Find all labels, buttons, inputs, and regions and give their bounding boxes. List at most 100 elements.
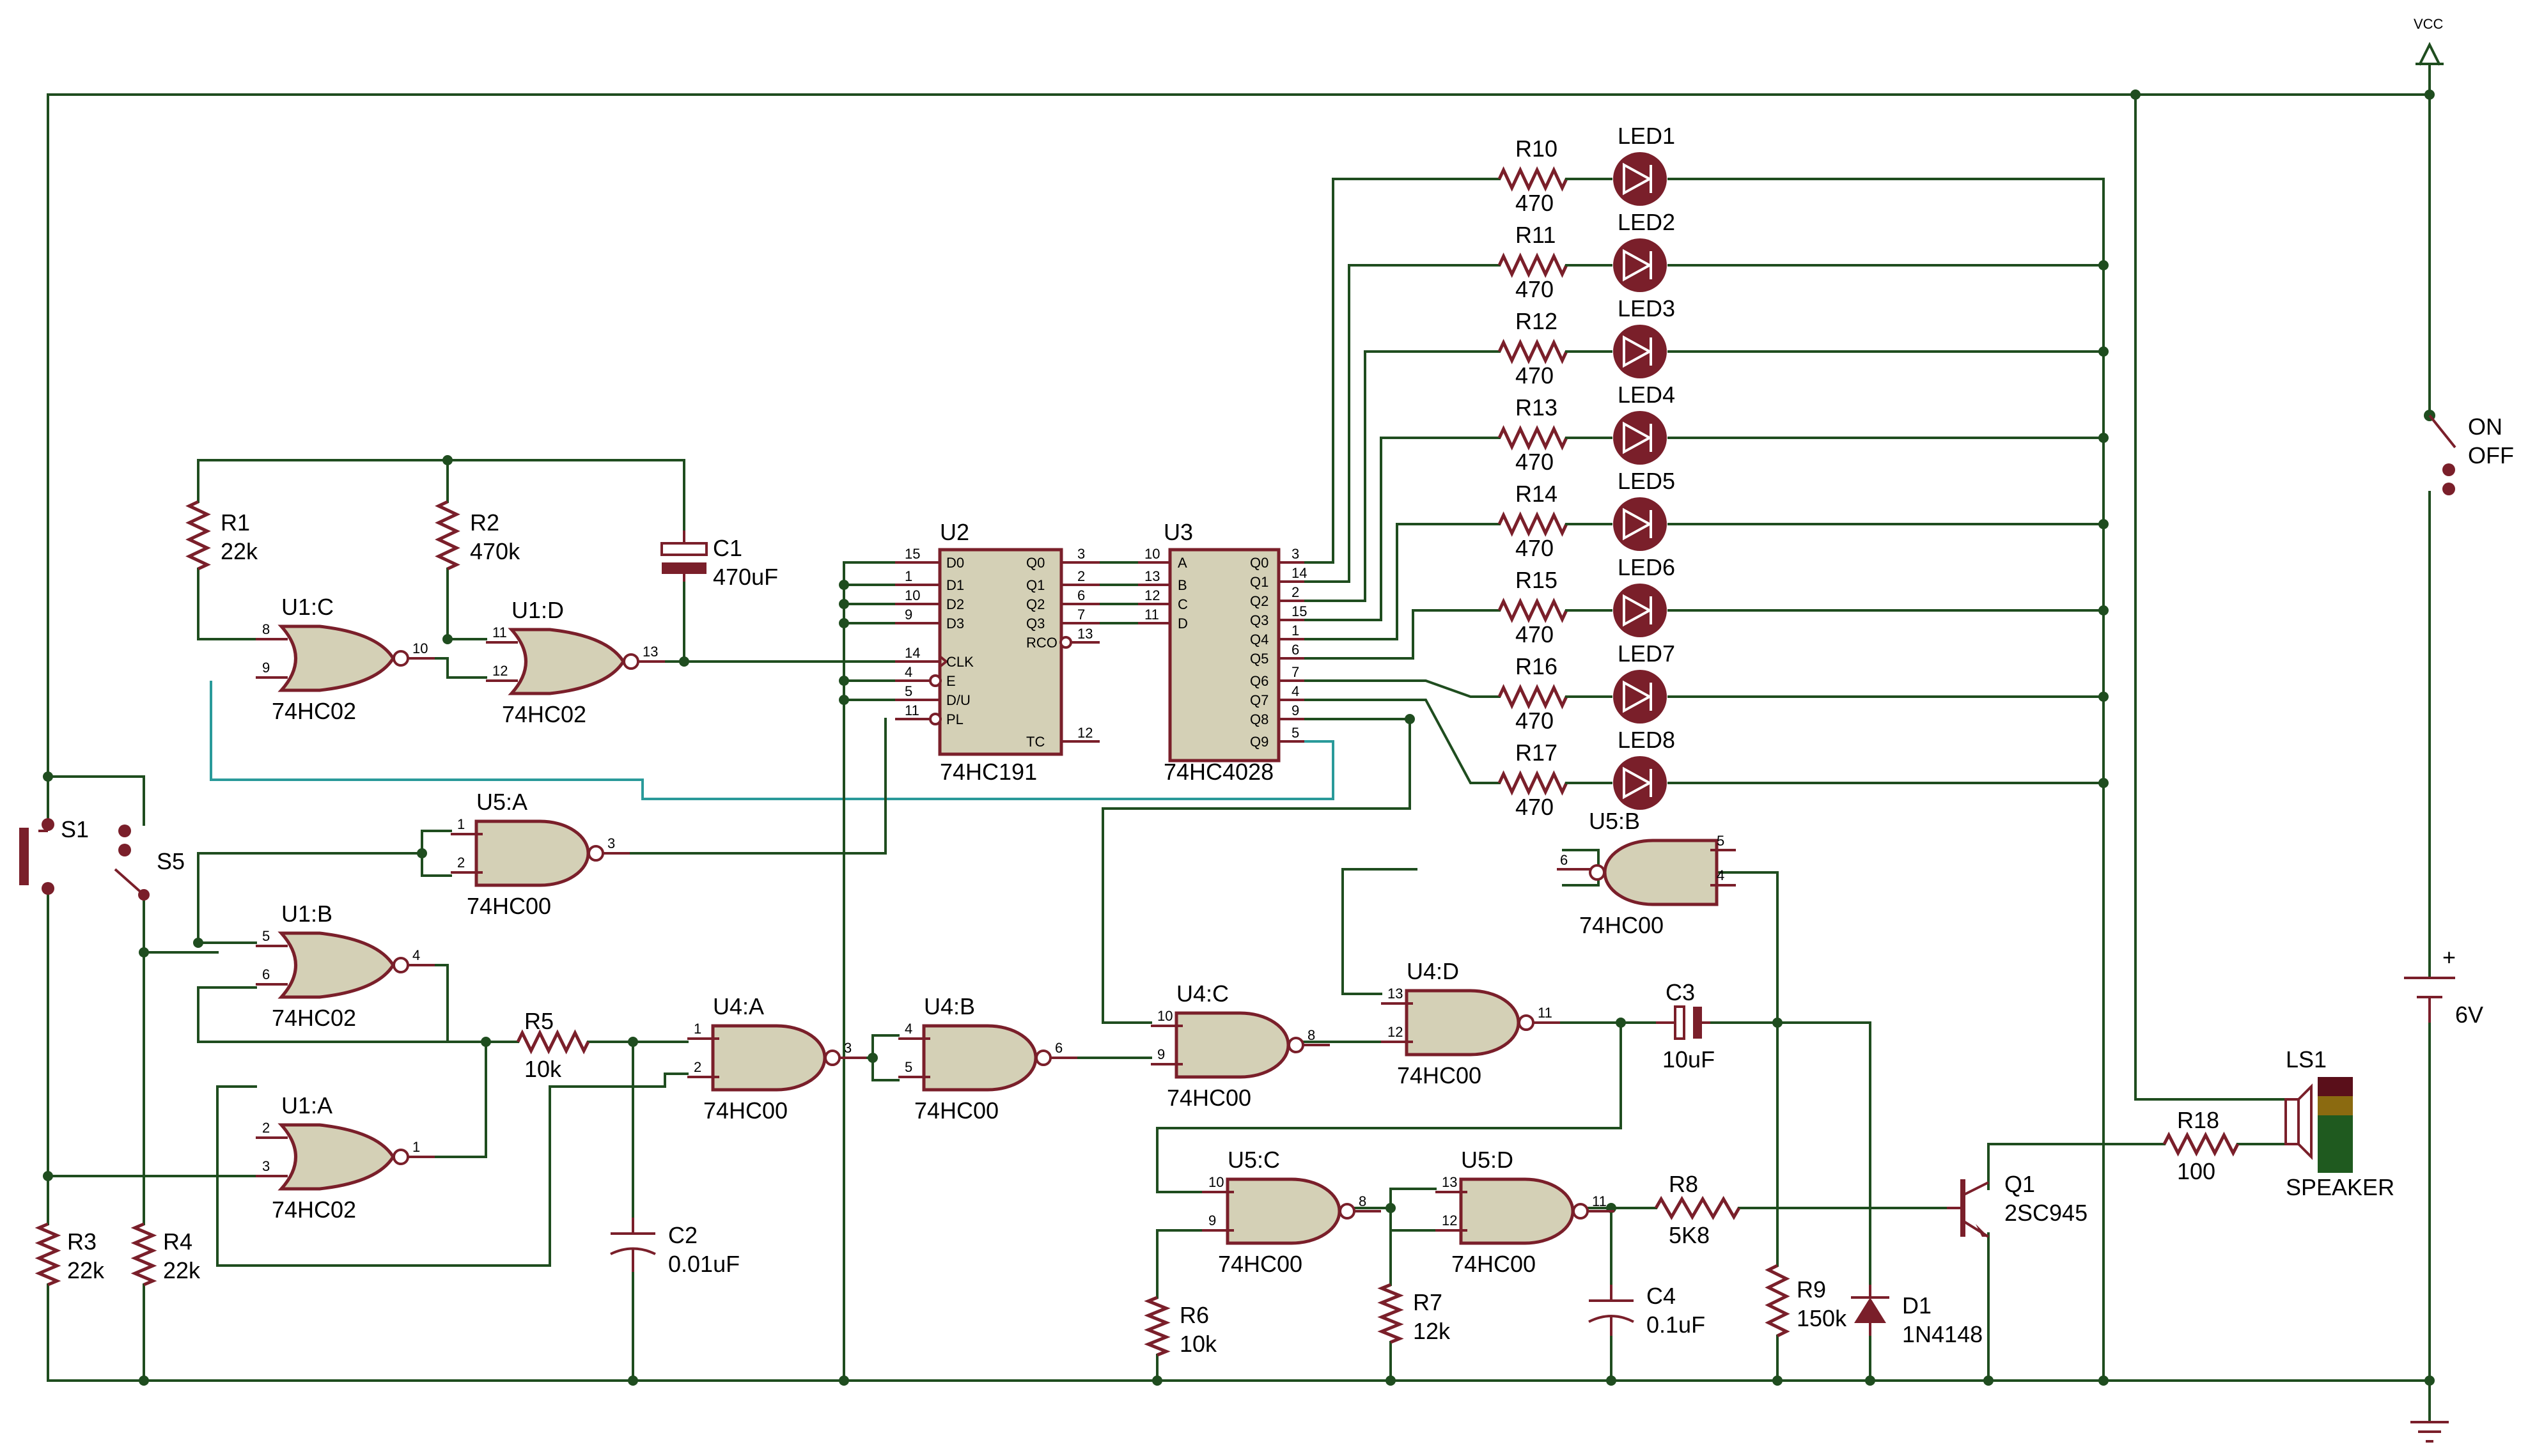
gate-ref: U1:B (281, 901, 332, 927)
resistor-value: 150k (1797, 1305, 1847, 1331)
battery: + 6V (2404, 944, 2483, 1028)
resistors: R122kR2470kR322kR422kR610kR712kR9150kR51… (35, 500, 2240, 1357)
resistor-ref: R8 (1669, 1171, 1698, 1197)
d1-value: 1N4148 (1902, 1321, 1983, 1347)
pin-number: 9 (1292, 702, 1299, 718)
resistor-value: 470k (470, 538, 520, 564)
pin-number: 4 (905, 664, 912, 680)
pin-number: 6 (1560, 852, 1568, 868)
logic-gates: 8910U1:C74HC02111213U1:D74HC02564U1:B74H… (256, 594, 1736, 1277)
battery-plus: + (2442, 944, 2456, 970)
pin-number: 6 (1292, 642, 1299, 658)
ic-u3: U3 74HC4028 10A13B12C11D3Q014Q12Q215Q31Q… (1138, 519, 1307, 785)
pin-number: 8 (262, 621, 270, 637)
u3-ref: U3 (1164, 519, 1193, 545)
pin-name: Q0 (1026, 555, 1045, 571)
power-switch[interactable]: ON OFF (2424, 410, 2514, 495)
resistor-ref: R3 (67, 1228, 97, 1255)
pin-number: 6 (1077, 587, 1085, 603)
led-body (1613, 411, 1667, 465)
pin-number: 4 (412, 947, 420, 963)
led-rows: R10470LED1R11470LED2R12470LED3R13470LED4… (1303, 123, 2109, 820)
pin-name: Q1 (1026, 577, 1045, 593)
pin-number: 3 (262, 1158, 270, 1174)
pin-name: Q0 (1250, 555, 1268, 571)
gate-chip: 74HC00 (914, 1097, 999, 1124)
pin-number: 4 (905, 1021, 912, 1037)
pin-number: 3 (607, 835, 615, 851)
gate-chip: 74HC00 (1167, 1085, 1251, 1111)
switch-s5[interactable]: S5 (114, 825, 185, 901)
s1-label: S1 (61, 816, 89, 842)
resistor-value: 10k (524, 1056, 562, 1082)
pin-name: D/U (946, 692, 971, 708)
pin-name: Q3 (1250, 612, 1268, 628)
pin-number: 9 (905, 607, 912, 623)
pin-number: 3 (1292, 546, 1299, 562)
resistor-value: 470 (1515, 449, 1554, 475)
pin-number: 10 (1208, 1174, 1224, 1190)
pin-name: RCO (1026, 635, 1058, 651)
pin-number: 13 (1077, 626, 1093, 642)
switch-on-label: ON (2468, 414, 2502, 440)
u3-chip: 74HC4028 (1164, 759, 1274, 785)
pin-number: 2 (694, 1059, 701, 1075)
c1-ref: C1 (713, 535, 742, 561)
pin-name: D3 (946, 616, 964, 631)
c1-value: 470uF (713, 564, 778, 590)
pin-name: D (1178, 616, 1188, 631)
pin-number: 11 (492, 624, 507, 640)
s5-label: S5 (157, 848, 185, 874)
resistor-value: 22k (67, 1257, 105, 1283)
pin-name: Q3 (1026, 616, 1045, 631)
resistor-ref: R10 (1515, 136, 1557, 162)
gate-ref: U1:D (511, 597, 564, 623)
pin-number: 1 (905, 568, 912, 584)
gate-chip: 74HC02 (272, 1005, 356, 1031)
pin-number: 13 (643, 644, 658, 660)
resistor-value: 100 (2177, 1158, 2215, 1184)
pin-number: 12 (1077, 725, 1093, 741)
pin-number: 13 (1387, 986, 1403, 1002)
capacitor-c2: C2 0.01uF (610, 1218, 740, 1277)
gate-ref: U5:C (1228, 1147, 1280, 1173)
capacitor-c1: C1 470uF (660, 531, 778, 590)
c2-ref: C2 (668, 1222, 698, 1248)
pin-name: D1 (946, 577, 964, 593)
led-body (1613, 152, 1667, 206)
pin-number: 1 (412, 1139, 420, 1155)
resistor-ref: R11 (1515, 222, 1556, 248)
pin-number: 10 (1144, 546, 1160, 562)
resistor-value: 470 (1515, 708, 1554, 734)
resistor-ref: R13 (1515, 394, 1557, 421)
resistor-ref: R1 (221, 509, 250, 536)
gate-ref: U5:B (1589, 808, 1640, 834)
switch-s1[interactable]: S1 (19, 816, 89, 895)
resistor-value: 470 (1515, 535, 1554, 561)
resistor-ref: R18 (2177, 1107, 2219, 1133)
pin-name: CLK (946, 654, 974, 670)
gate-chip: 74HC00 (703, 1097, 788, 1124)
pin-number: 8 (1307, 1027, 1315, 1043)
resistor-value: 470 (1515, 276, 1554, 302)
led-label: LED3 (1618, 295, 1675, 321)
vcc-terminal: VCC (2414, 16, 2444, 66)
resistor-value: 470 (1515, 362, 1554, 389)
switch-off-label: OFF (2468, 442, 2514, 469)
pin-number: 10 (1157, 1008, 1173, 1024)
resistor-ref: R7 (1413, 1289, 1442, 1315)
resistor-value: 470 (1515, 621, 1554, 647)
resistor-value: 22k (163, 1257, 201, 1283)
led-body (1613, 670, 1667, 724)
